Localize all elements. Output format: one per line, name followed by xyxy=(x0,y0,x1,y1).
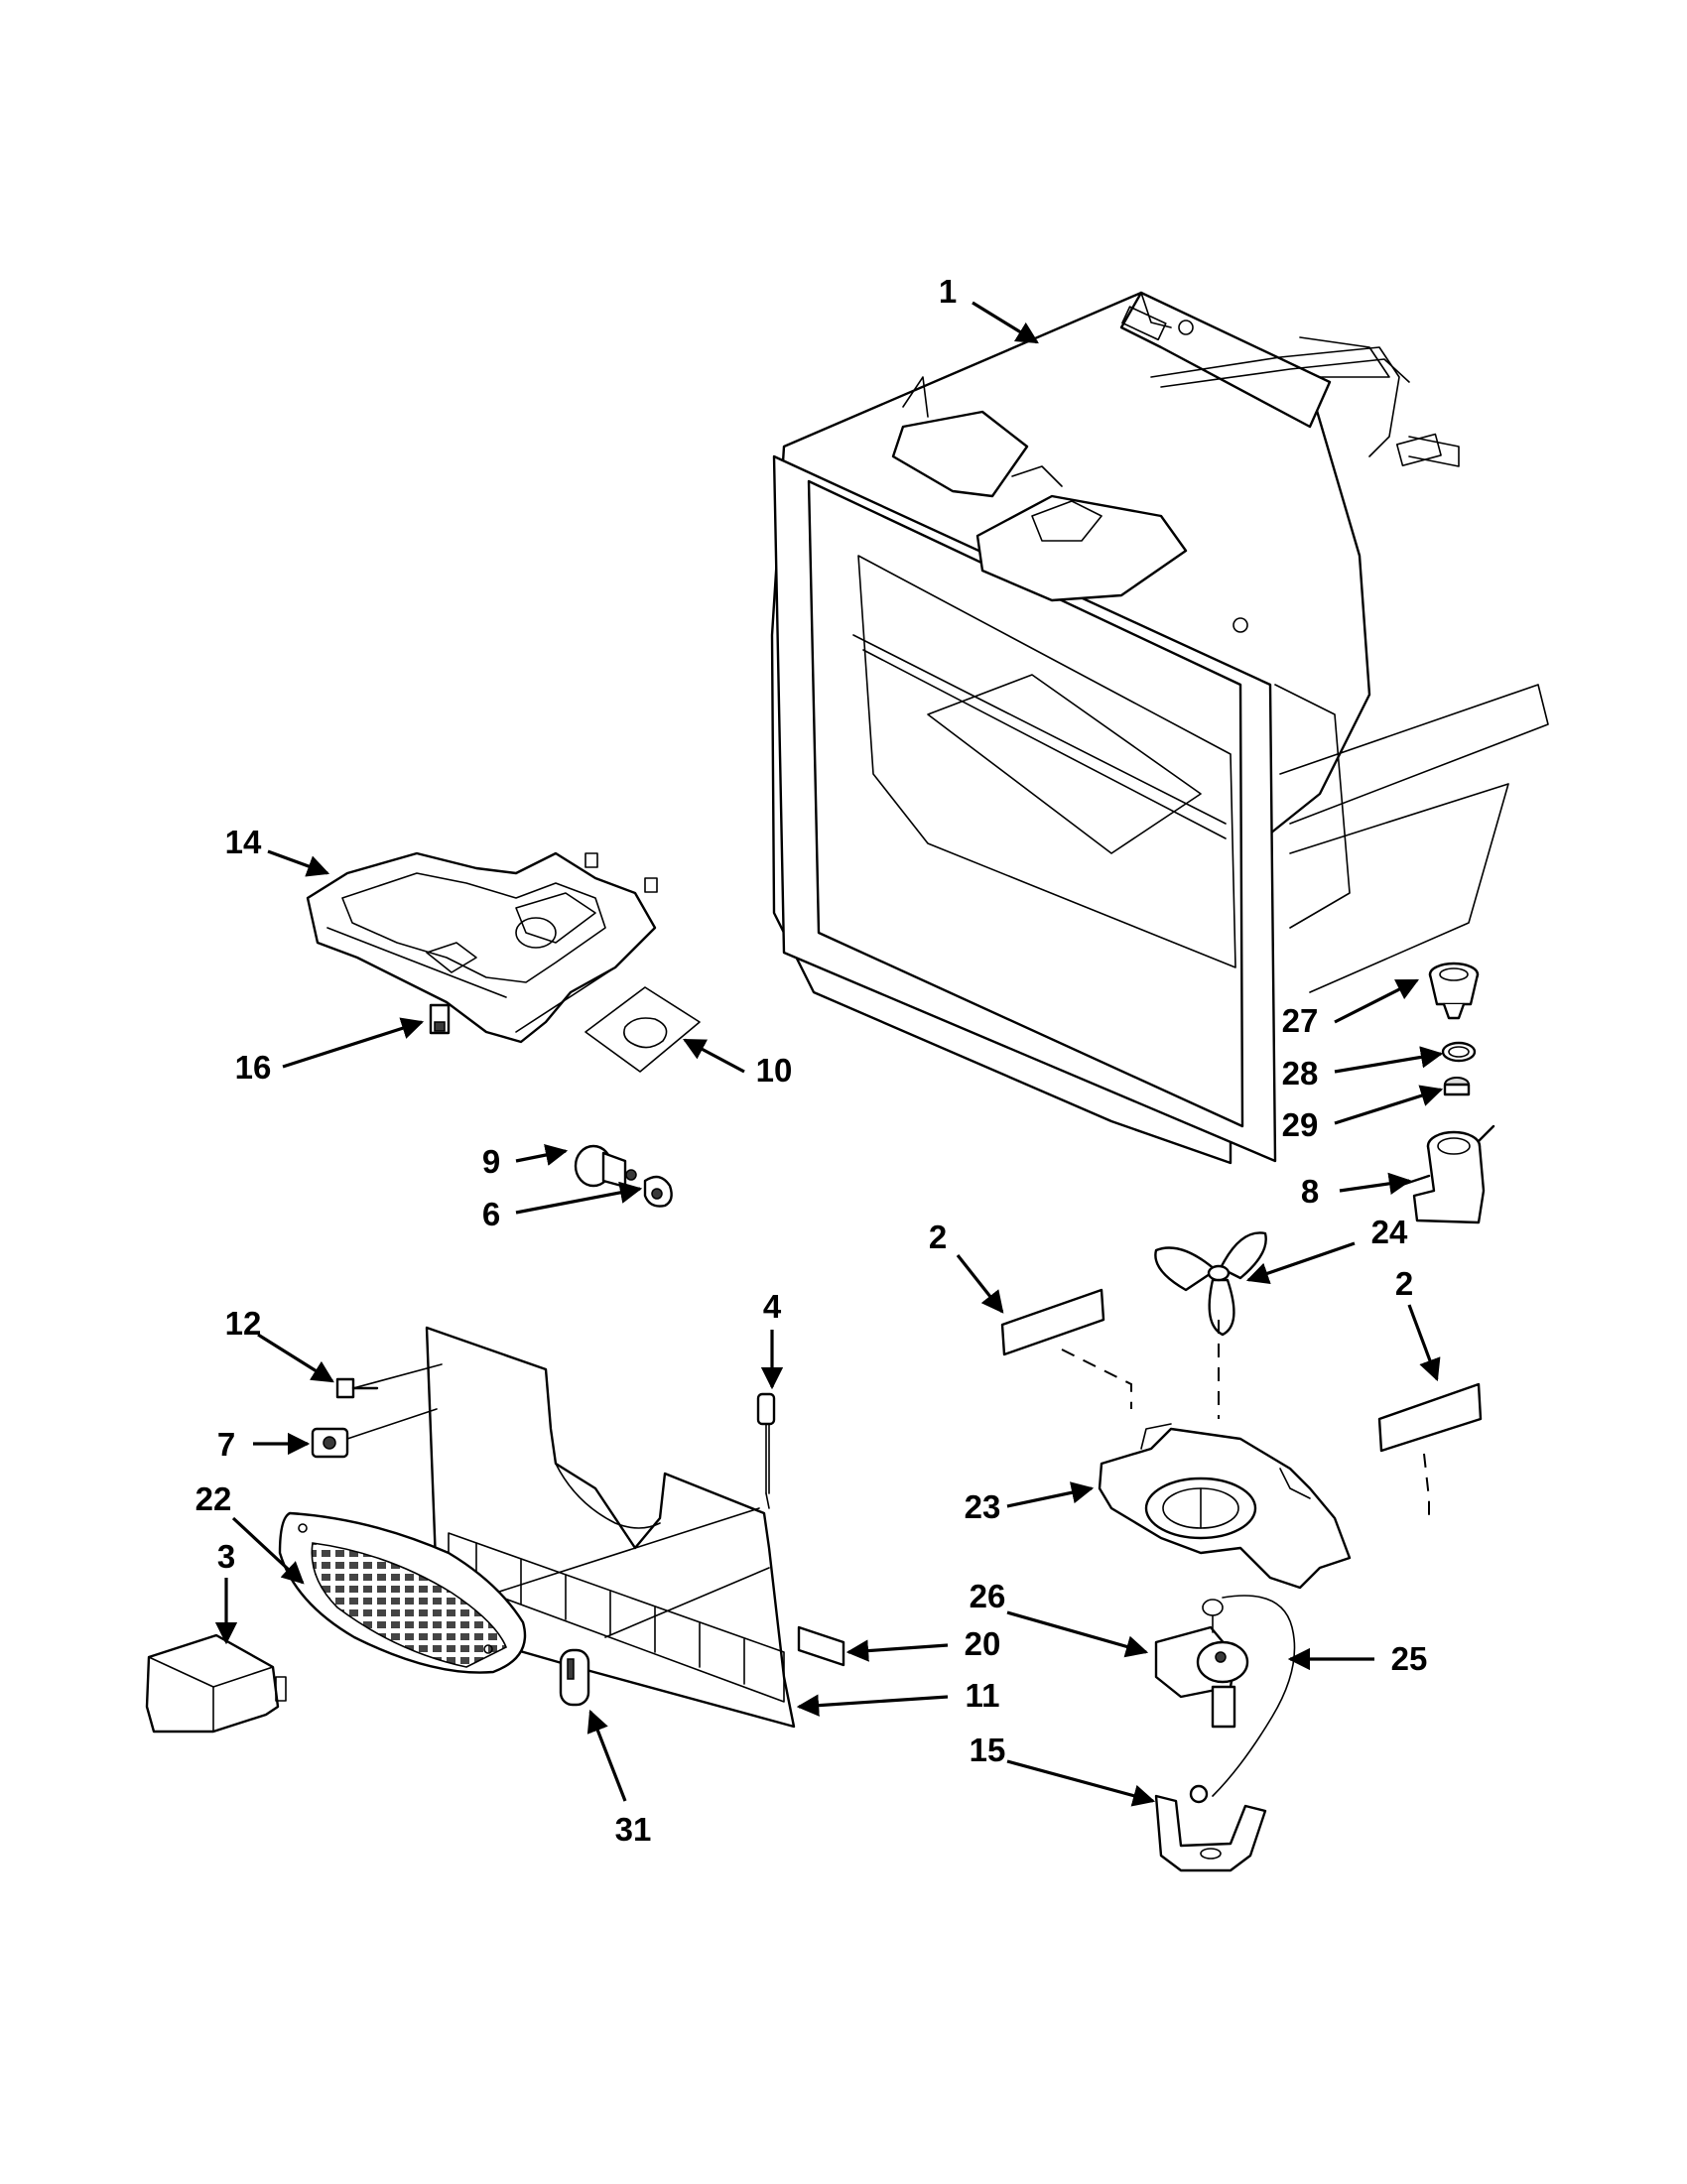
callout-6: 6 xyxy=(482,1196,500,1232)
callout-14: 14 xyxy=(225,824,262,860)
motor-bracket xyxy=(1154,1784,1267,1872)
control-housing xyxy=(306,851,658,1044)
lamp-socket xyxy=(643,1175,673,1208)
callout-25: 25 xyxy=(1391,1640,1428,1677)
sensor-probe xyxy=(756,1392,776,1494)
callout-labels: 1 14 16 10 9 6 27 28 29 8 24 2 2 23 26 2… xyxy=(195,273,1428,1848)
end-cover xyxy=(145,1633,287,1734)
mount-clip xyxy=(311,1427,349,1459)
callout-12: 12 xyxy=(225,1305,262,1342)
callout-27: 27 xyxy=(1282,1002,1319,1039)
callout-10: 10 xyxy=(756,1052,793,1089)
callout-20: 20 xyxy=(965,1625,1001,1662)
callout-3: 3 xyxy=(217,1538,235,1575)
air-grille xyxy=(278,1511,527,1674)
o-ring xyxy=(1441,1041,1477,1063)
callout-8: 8 xyxy=(1301,1173,1319,1210)
freezer-liner xyxy=(770,291,1549,1165)
leader-lines xyxy=(214,301,1444,1807)
callout-15: 15 xyxy=(970,1732,1006,1768)
wire-harness xyxy=(1212,1595,1296,1797)
light-shield xyxy=(559,1648,590,1707)
callout-2a: 2 xyxy=(929,1219,947,1255)
callout-23: 23 xyxy=(965,1488,1001,1525)
fan-shroud xyxy=(1098,1423,1352,1590)
callout-11: 11 xyxy=(966,1677,1000,1714)
foam-strip xyxy=(797,1625,845,1667)
callout-16: 16 xyxy=(235,1049,272,1086)
air-duct xyxy=(1397,1124,1495,1224)
callout-28: 28 xyxy=(1282,1055,1319,1092)
seal-gasket xyxy=(584,986,701,1073)
callout-2b: 2 xyxy=(1395,1265,1413,1302)
lamp-bulb xyxy=(574,1144,637,1189)
damper-cup xyxy=(1428,962,1480,1020)
grommet xyxy=(1443,1077,1471,1096)
insulation-pad-right xyxy=(1377,1382,1483,1453)
callout-26: 26 xyxy=(970,1578,1006,1614)
callout-4: 4 xyxy=(763,1288,782,1325)
screw xyxy=(335,1377,379,1399)
callout-1: 1 xyxy=(939,273,957,310)
callout-29: 29 xyxy=(1282,1106,1319,1143)
callout-22: 22 xyxy=(195,1480,232,1517)
fan-blade xyxy=(1154,1231,1267,1337)
switch-part xyxy=(429,1003,451,1035)
insulation-pad-left xyxy=(1000,1288,1105,1356)
callout-9: 9 xyxy=(482,1143,500,1180)
callout-31: 31 xyxy=(615,1811,652,1848)
callout-7: 7 xyxy=(217,1426,235,1463)
fan-motor xyxy=(1154,1599,1249,1729)
callout-24: 24 xyxy=(1371,1214,1408,1250)
